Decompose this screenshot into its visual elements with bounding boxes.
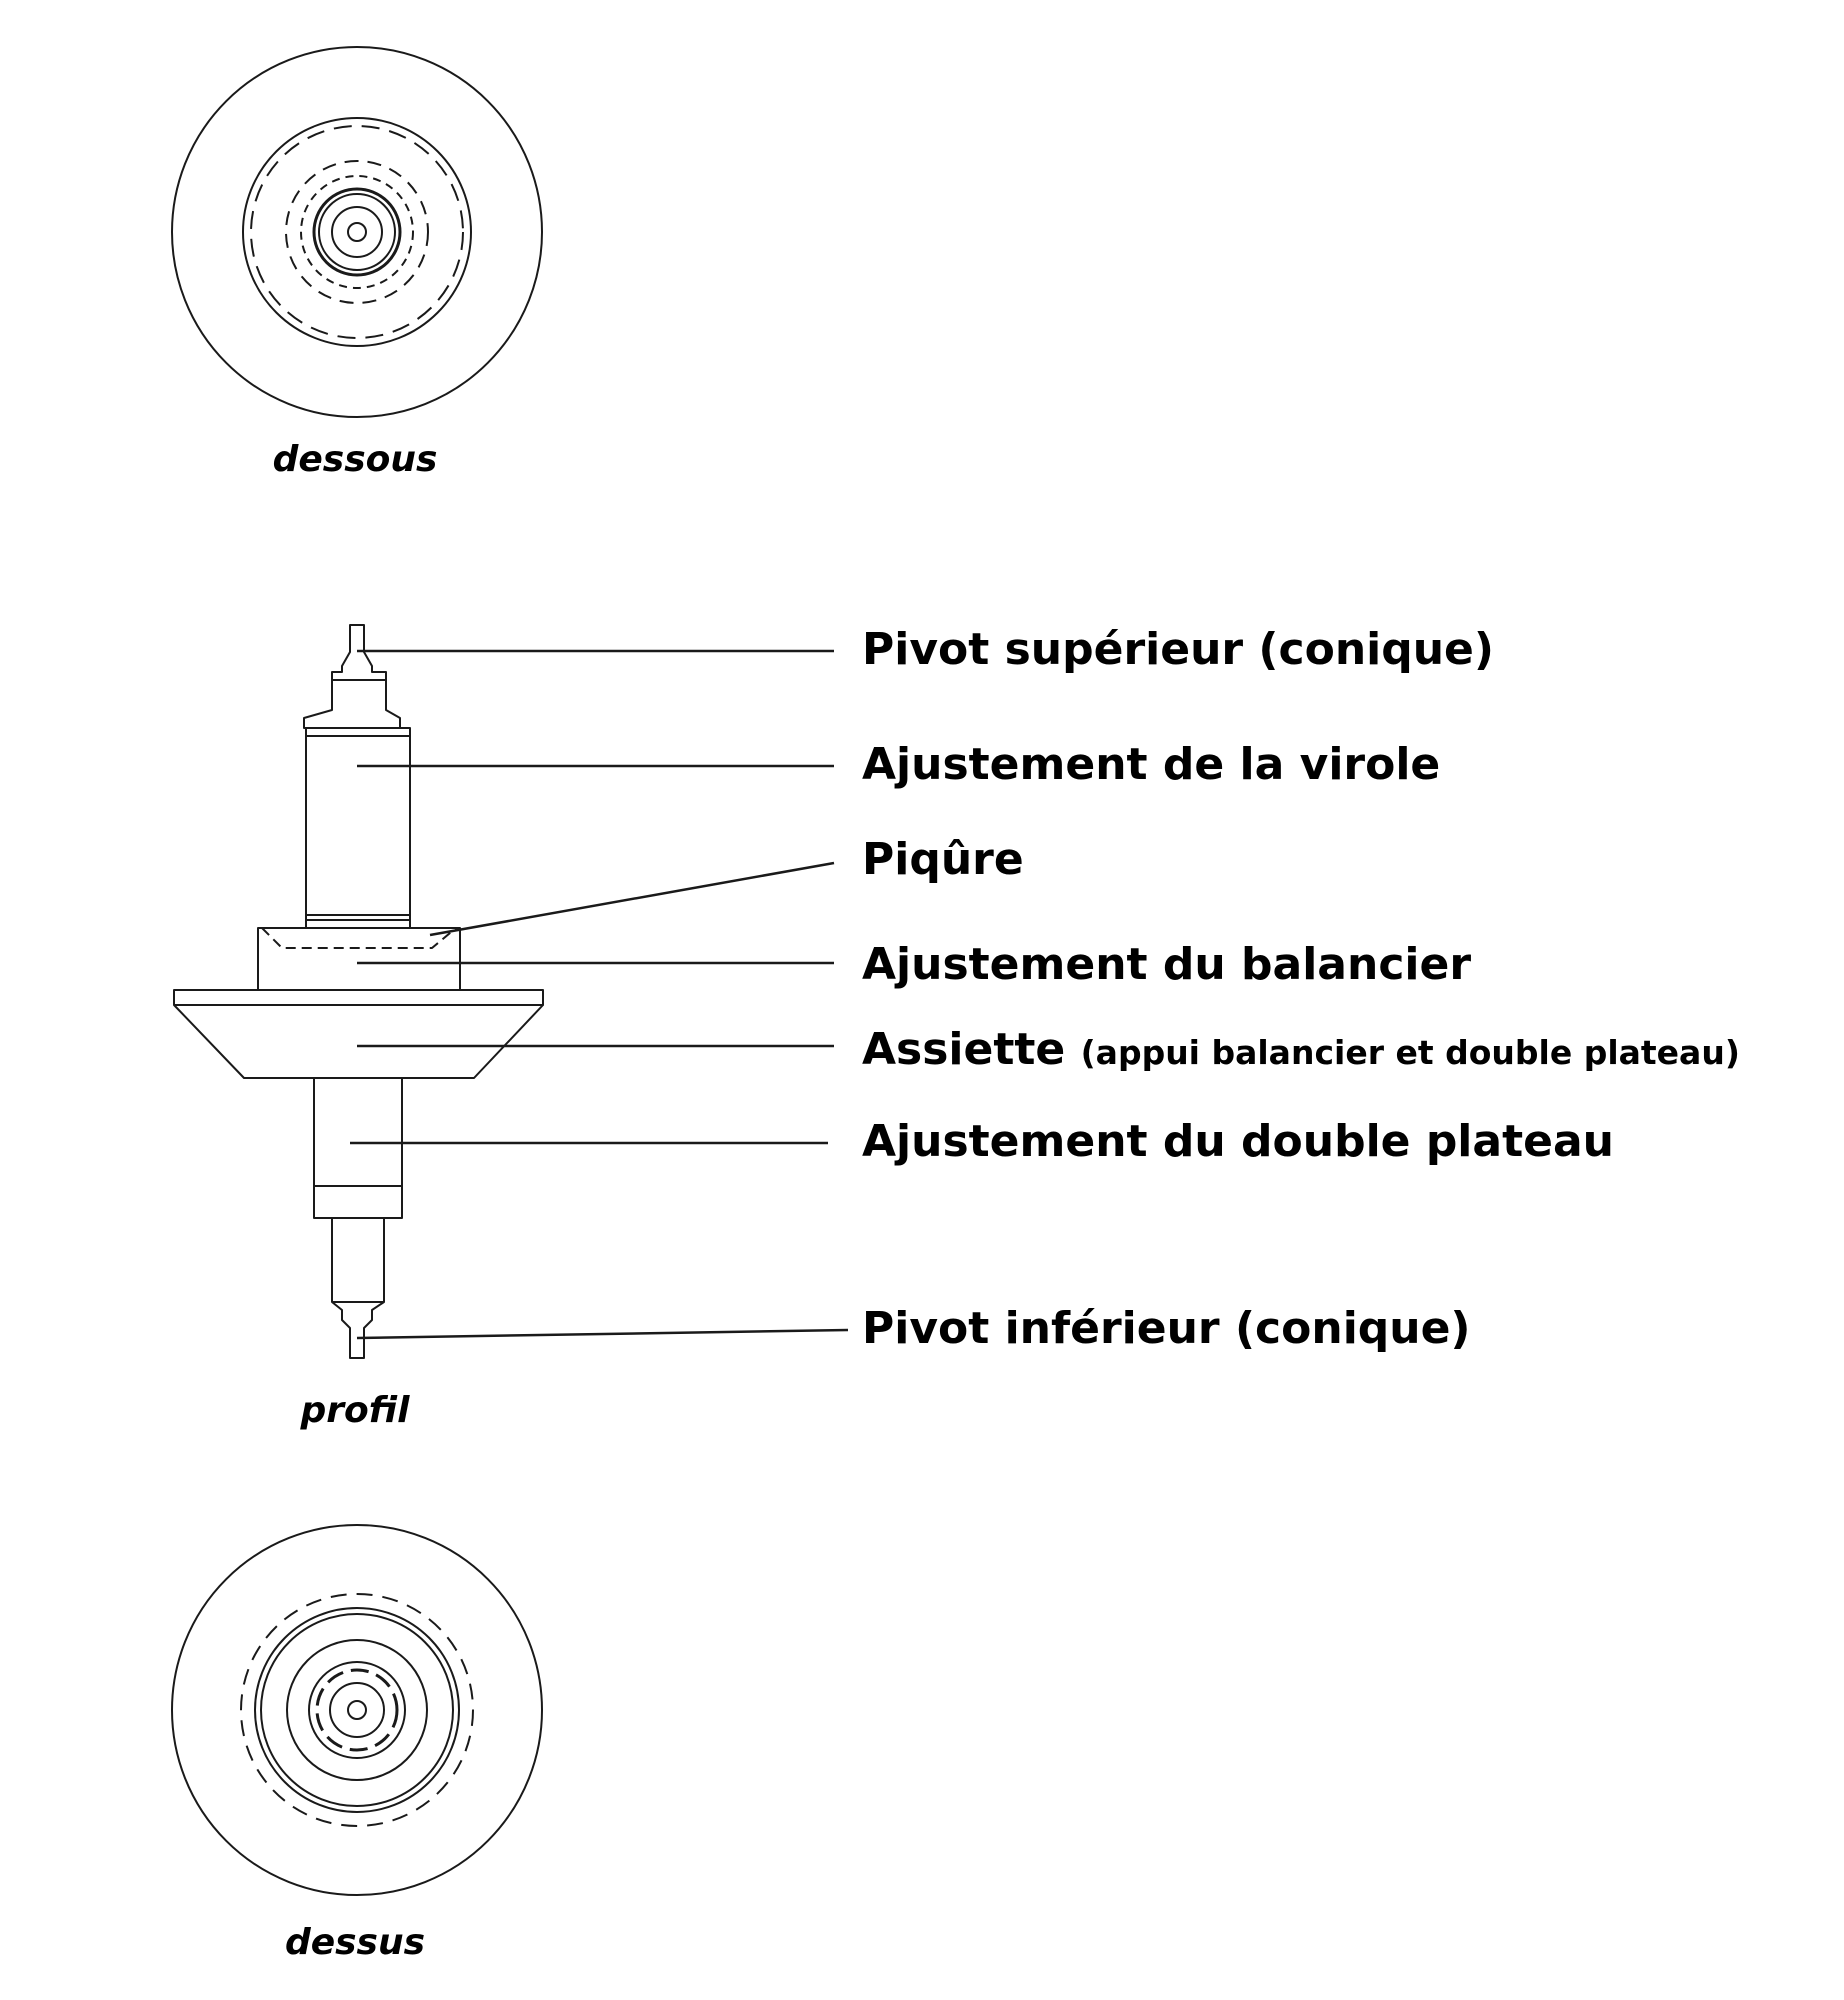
balance-fit-block [257, 927, 461, 991]
callout-balance-fit: Ajustement du balancier [862, 939, 1472, 990]
hub-circle [329, 1682, 385, 1738]
center-hole [347, 1700, 367, 1720]
ring-circle [242, 117, 472, 347]
upper-pivot-shape [303, 624, 401, 729]
profile-view-drawing [173, 624, 544, 1359]
leader-punch-mark [429, 861, 835, 937]
collet-fit-cylinder [305, 727, 411, 921]
top-view-caption: dessus [284, 1922, 426, 1963]
hub-circle [308, 1661, 406, 1759]
dashed-ring [250, 125, 464, 339]
callout-upper-pivot: Pivot supérieur (conique) [862, 624, 1495, 675]
callout-seat-label: Assiette [862, 1024, 1066, 1075]
callout-double-roller-fit: Ajustement du double plateau [862, 1116, 1614, 1167]
seat-cone [173, 1004, 544, 1079]
dashed-ring [285, 160, 429, 304]
center-hole [347, 222, 367, 242]
top-view-drawing [171, 1524, 543, 1896]
callout-lower-pivot: Pivot inférieur (conique) [862, 1303, 1471, 1354]
dashed-ring [240, 1593, 474, 1827]
punch-mark-groove [261, 927, 457, 949]
dashed-ring [300, 175, 414, 289]
hub-circle [318, 193, 396, 271]
dashed-ring [315, 1668, 399, 1752]
profile-view-caption: profil [300, 1390, 410, 1431]
ring-circle [254, 1607, 460, 1813]
leader-lower-pivot [356, 1328, 849, 1340]
callout-hairspring-collet-fit: Ajustement de la virole [862, 739, 1441, 790]
ring-circle [260, 1613, 454, 1807]
outer-circle [171, 46, 543, 418]
ring-circle [286, 1639, 428, 1781]
bottom-view-drawing [171, 46, 543, 418]
outer-circle [171, 1524, 543, 1896]
callout-seat-note: (appui balancier et double plateau) [1080, 1033, 1740, 1072]
seat-flange [173, 989, 544, 1006]
callout-seat: Assiette (appui balancier et double plat… [862, 1028, 1740, 1072]
leader-lines [350, 649, 849, 1340]
hub-circle [312, 187, 402, 277]
double-roller-fit [313, 1077, 403, 1219]
lower-pivot-shape [331, 1218, 385, 1359]
callout-punch-mark: Piqûre [862, 834, 1024, 885]
hub-circle [331, 206, 383, 258]
bottom-view-caption: dessous [272, 439, 438, 480]
